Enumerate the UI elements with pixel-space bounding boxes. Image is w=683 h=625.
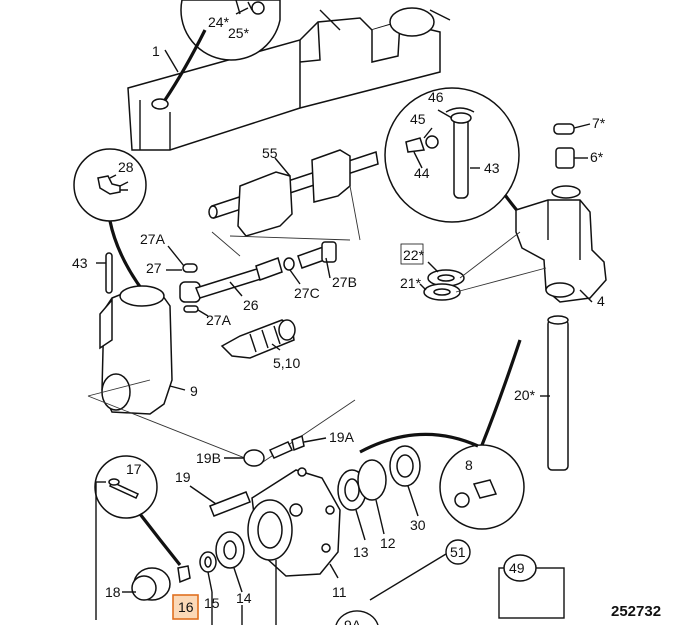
detail-circle-43-46 [384, 87, 532, 227]
label-9A-arc [335, 610, 379, 625]
hub-assembly [199, 445, 421, 577]
label-25: 25* [228, 25, 250, 41]
label-4: 4 [597, 293, 605, 309]
label-12: 12 [380, 535, 396, 551]
label-18: 18 [105, 584, 121, 600]
label-22: 22* [403, 247, 425, 263]
label-27C: 27C [294, 285, 320, 301]
label-7: 7* [592, 115, 606, 131]
king-pin [547, 315, 569, 471]
leader-lines [95, 7, 593, 625]
label-55: 55 [262, 145, 278, 161]
detail-circle-24-25 [163, 0, 281, 101]
label-26: 26 [243, 297, 259, 313]
detail-circle-8 [359, 339, 525, 530]
label-51: 51 [450, 544, 466, 560]
hub-housing [87, 285, 356, 465]
label-21: 21* [400, 275, 422, 291]
label-44: 44 [414, 165, 430, 181]
washers-21-22 [423, 231, 547, 301]
label-27B: 27B [332, 274, 357, 290]
label-9: 9 [190, 383, 198, 399]
label-27: 27 [146, 260, 162, 276]
axle-beam [127, 7, 451, 151]
label-11: 11 [332, 584, 347, 600]
label-6: 6* [590, 149, 604, 165]
label-16-highlight [172, 594, 199, 620]
label-5-10: 5,10 [273, 355, 300, 371]
label-15: 15 [204, 595, 220, 611]
label-27A-upper: 27A [140, 231, 166, 247]
label-20: 20* [514, 387, 536, 403]
label-22-box [400, 243, 424, 265]
cross-tube-55 [208, 149, 379, 257]
figure-number: 252732 [611, 603, 661, 620]
label-1: 1 [152, 43, 160, 59]
label-19B: 19B [196, 450, 221, 466]
label-30: 30 [410, 517, 426, 533]
label-8: 8 [465, 457, 473, 473]
detail-circle-17 [94, 455, 182, 566]
label-28: 28 [118, 159, 134, 175]
label-49: 49 [509, 560, 525, 576]
label-17: 17 [126, 461, 142, 477]
label-43-lower: 43 [72, 255, 88, 271]
label-19: 19 [175, 469, 191, 485]
label-46: 46 [428, 89, 444, 105]
label-16: 16 [178, 599, 194, 615]
cap-18-pin-16 [131, 565, 191, 601]
steering-knuckle [515, 123, 607, 303]
label-43-upper: 43 [484, 160, 500, 176]
label-9A: 9A [344, 617, 362, 625]
label-14: 14 [236, 590, 252, 606]
label-13: 13 [353, 544, 369, 560]
label-27A-lower: 27A [206, 312, 232, 328]
label-24: 24* [208, 14, 230, 30]
label-19A: 19A [329, 429, 355, 445]
shaft-5-10 [220, 319, 296, 359]
bolts-19 [209, 434, 305, 517]
callout-labels: 1 4 55 9 24* 25* 28 46 45 44 43 7* 6* 22… [72, 14, 661, 625]
box-49 [498, 554, 565, 619]
label-51-circle [445, 539, 471, 565]
label-45: 45 [410, 111, 426, 127]
